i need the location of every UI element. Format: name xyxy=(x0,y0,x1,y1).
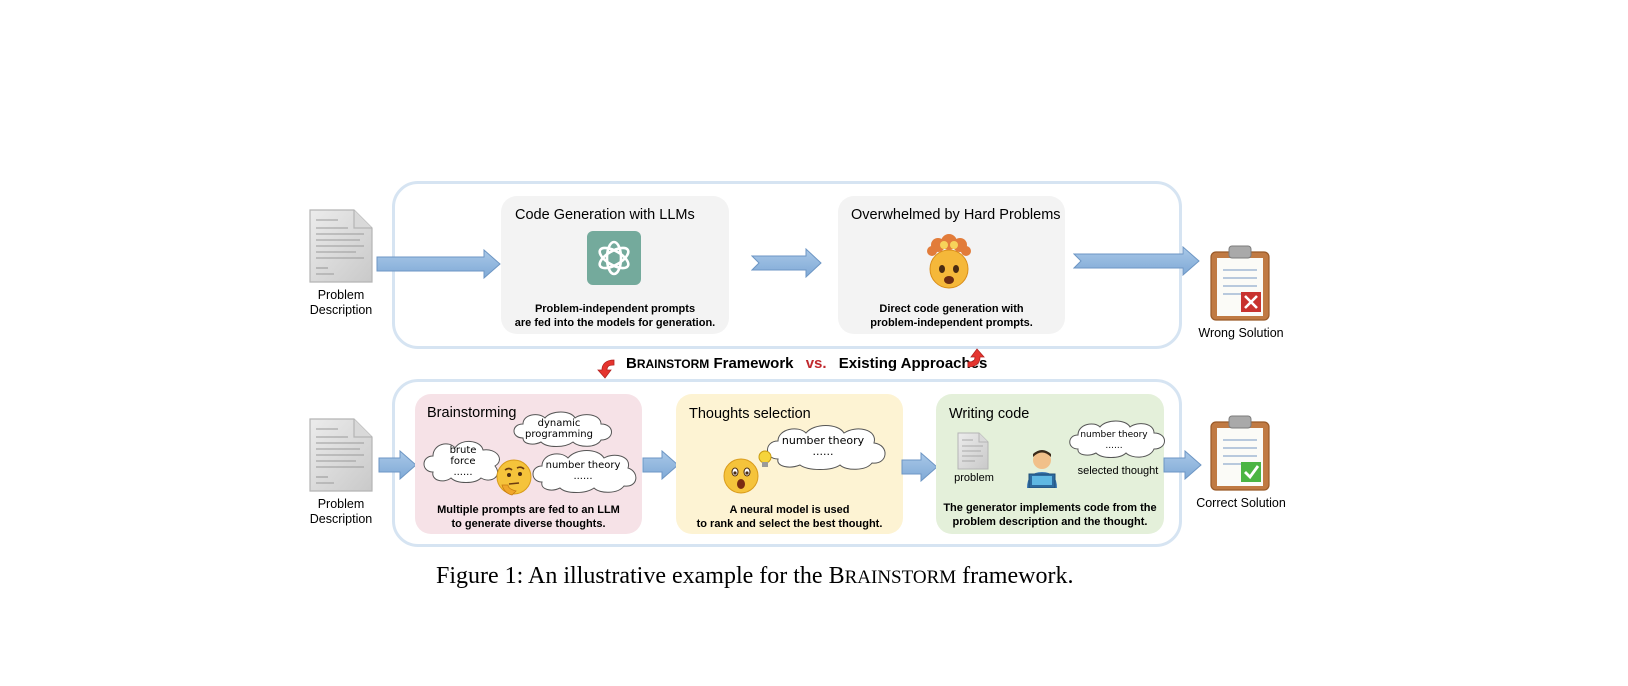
thoughts-selection-caption-line2: to rank and select the best thought. xyxy=(696,518,883,530)
curved-arrow-down-icon xyxy=(597,359,615,379)
flow-arrow xyxy=(376,249,501,279)
cloud-number-line2: ...... xyxy=(573,471,593,482)
selected-cloud-text: number theory ...... xyxy=(775,435,871,457)
vs-label: vs. xyxy=(805,355,827,372)
writing-cloud-line2: ...... xyxy=(1105,441,1123,451)
existing-approaches-label: Existing Approaches xyxy=(838,355,988,372)
clipboard-x-icon xyxy=(1210,245,1270,321)
flow-arrow xyxy=(642,450,679,480)
lightbulb-icon xyxy=(758,450,772,467)
writing-cloud-text: number theory ...... xyxy=(1071,430,1157,452)
overwhelmed-caption: Direct code generation with problem-inde… xyxy=(838,302,1065,330)
figure-caption-smallcaps: RAINSTORM xyxy=(844,567,957,588)
top-input-label: Problem Description xyxy=(300,288,382,318)
brainstorm-rest: RAINSTORM xyxy=(636,357,710,371)
flow-arrow xyxy=(1163,450,1202,480)
brainstorming-caption-line2: to generate diverse thoughts. xyxy=(451,518,606,530)
brainstorming-title: Brainstorming xyxy=(427,405,517,421)
thought-cloud xyxy=(767,425,886,470)
flow-arrow xyxy=(378,450,417,480)
cloud-number-line1: number theory xyxy=(545,460,621,471)
code-generation-caption-line2: are fed into the models for generation. xyxy=(514,317,716,329)
brainstorming-caption: Multiple prompts are fed to an LLM to ge… xyxy=(415,503,642,531)
brainstorming-caption-line1: Multiple prompts are fed to an LLM xyxy=(437,504,620,516)
cloud-dynamic-line1: dynamic xyxy=(537,418,581,429)
wrong-solution-label: Wrong Solution xyxy=(1198,326,1284,340)
cloud-brute-line3: ...... xyxy=(453,467,473,478)
code-generation-title: Code Generation with LLMs xyxy=(515,207,695,223)
thought-cloud xyxy=(513,411,612,447)
problem-doc-label: problem xyxy=(954,472,994,484)
cloud-dynamic-line2: programming xyxy=(525,429,593,440)
selected-thought-label: selected thought xyxy=(1077,465,1159,477)
correct-solution-label: Correct Solution xyxy=(1196,496,1286,510)
document-icon xyxy=(309,209,373,283)
thoughts-selection-caption-line1: A neural model is used xyxy=(729,504,850,516)
comparison-title: BRAINSTORM Framework vs. Existing Approa… xyxy=(626,355,987,372)
writing-code-caption-line1: The generator implements code from the xyxy=(943,502,1157,514)
openai-logo-icon xyxy=(587,231,641,285)
cloud-number-theory: number theory ...... xyxy=(538,460,628,482)
thought-cloud xyxy=(532,450,637,493)
technologist-icon xyxy=(1027,450,1057,488)
flow-arrow xyxy=(1073,246,1200,276)
figure-caption: Figure 1: An illustrative example for th… xyxy=(436,563,1073,590)
flow-arrow xyxy=(751,248,822,278)
cloud-brute-line1: brute xyxy=(449,445,477,456)
top-input-label-line2: Description xyxy=(309,303,373,317)
bottom-input-label-line1: Problem xyxy=(317,497,365,511)
selected-cloud-line2: ...... xyxy=(812,445,834,458)
top-input-label-line1: Problem xyxy=(317,288,365,302)
bottom-input-label: Problem Description xyxy=(300,497,382,527)
writing-cloud-line1: number theory xyxy=(1080,430,1148,440)
overwhelmed-caption-line1: Direct code generation with xyxy=(879,303,1024,315)
clipboard-check-icon xyxy=(1210,415,1270,491)
overwhelmed-title: Overwhelmed by Hard Problems xyxy=(851,207,1061,223)
writing-code-title: Writing code xyxy=(949,406,1030,422)
cloud-dynamic-programming: dynamic programming xyxy=(509,418,609,440)
thought-cloud xyxy=(1069,420,1165,458)
figure-caption-prefix: Figure 1: An illustrative example for th… xyxy=(436,563,845,589)
thinking-face-icon xyxy=(496,459,532,496)
cloud-brute-force: brute force ...... xyxy=(441,445,485,478)
exploding-head-icon xyxy=(927,234,971,289)
bottom-input-label-line2: Description xyxy=(309,512,373,526)
thoughts-selection-caption: A neural model is used to rank and selec… xyxy=(676,503,903,531)
code-generation-caption: Problem-independent prompts are fed into… xyxy=(501,302,729,330)
cloud-brute-line2: force xyxy=(450,456,476,467)
astonished-face-icon xyxy=(723,458,759,494)
code-generation-caption-line1: Problem-independent prompts xyxy=(534,303,696,315)
figure-caption-suffix: framework. xyxy=(956,563,1074,589)
selected-cloud-line1: number theory xyxy=(781,434,865,447)
writing-code-caption-line2: problem description and the thought. xyxy=(952,516,1148,528)
overwhelmed-caption-line2: problem-independent prompts. xyxy=(870,317,1033,329)
curved-arrow-up-icon xyxy=(967,348,985,368)
document-icon xyxy=(957,432,989,470)
writing-code-caption: The generator implements code from the p… xyxy=(936,501,1164,529)
brainstorm-initial: B xyxy=(626,355,637,372)
framework-word: Framework xyxy=(713,355,794,372)
flow-arrow xyxy=(901,452,938,482)
document-icon xyxy=(309,418,373,492)
thought-cloud xyxy=(423,441,500,483)
thoughts-selection-title: Thoughts selection xyxy=(689,406,811,422)
